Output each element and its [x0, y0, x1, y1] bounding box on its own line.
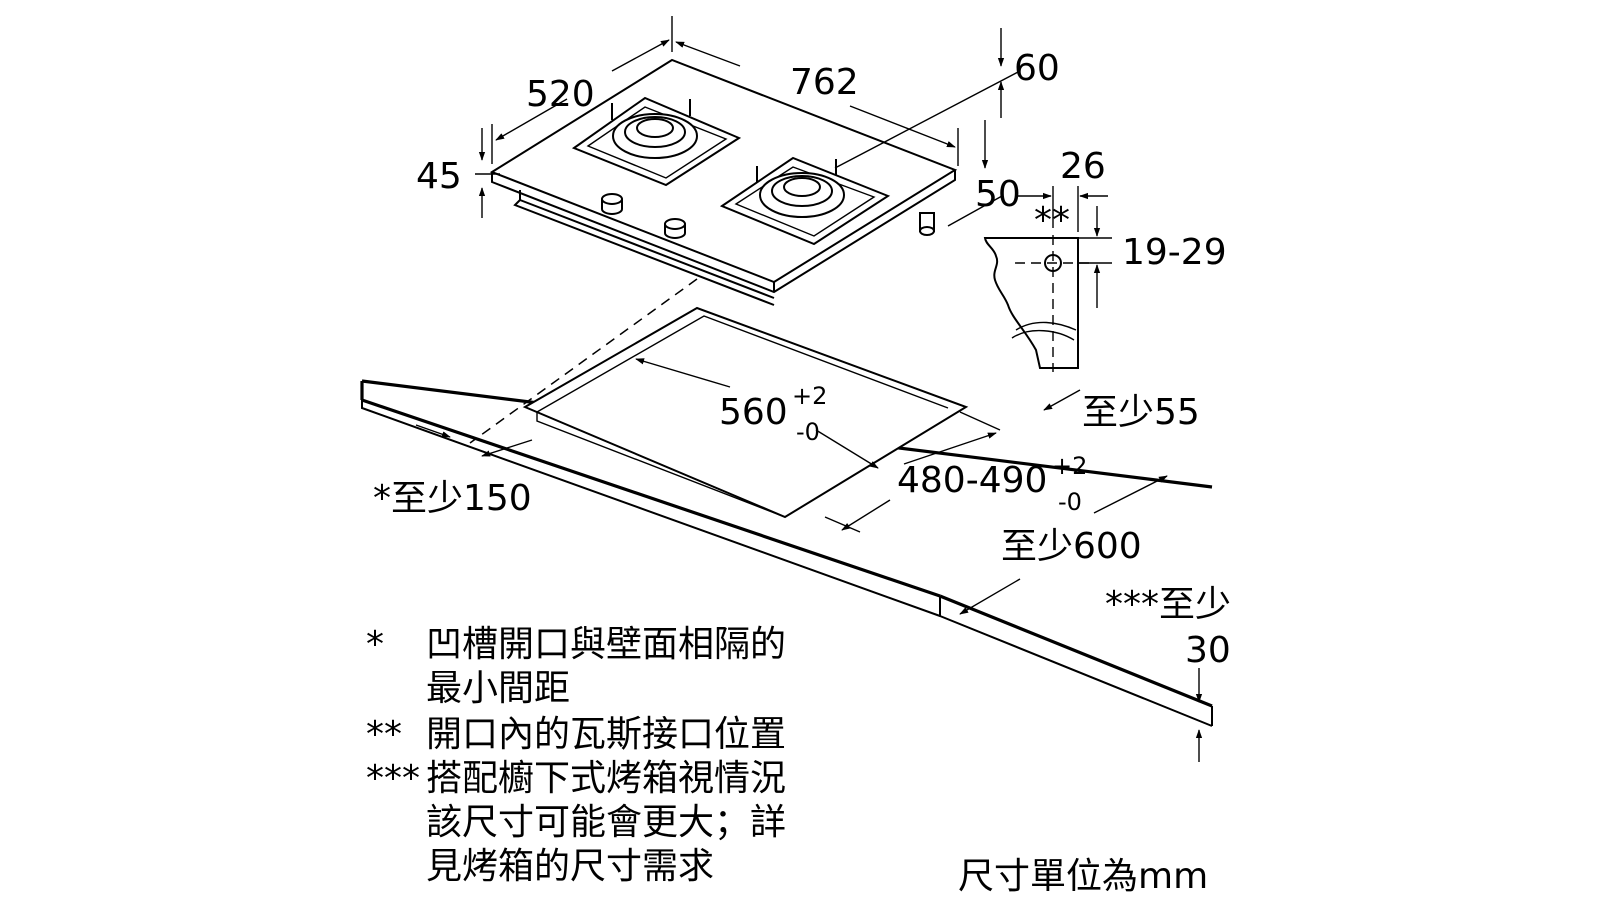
cutout	[469, 278, 969, 519]
label-gas-inlet-height: 19-29	[1122, 232, 1227, 273]
dimension-labels: 520 762 60 45 50 26 ** 19-29 至少55 560 +2…	[373, 48, 1231, 671]
label-total-height: 60	[1014, 48, 1060, 89]
dimension-lines	[415, 16, 1203, 762]
label-side-offset: 50	[975, 174, 1021, 215]
label-gas-inlet-mark: **	[1034, 200, 1070, 241]
burner-left	[571, 96, 742, 187]
note-1-line-1: 凹槽開口與壁面相隔的	[426, 624, 786, 665]
control-knob-2	[664, 218, 686, 239]
label-min-thickness: ***至少	[1105, 584, 1231, 625]
note-3-line-1: 搭配櫥下式烤箱視情況	[426, 758, 786, 799]
note-2-mark: **	[366, 714, 402, 755]
label-depth: 520	[526, 74, 595, 115]
note-1-line-2: 最小間距	[426, 668, 570, 709]
label-width: 762	[790, 62, 859, 103]
burner-right	[719, 156, 891, 246]
label-min-thickness-value: 30	[1185, 630, 1231, 671]
label-cutout-depth: 480-490	[897, 460, 1047, 501]
gas-inlet-detail	[983, 186, 1112, 372]
note-3-line-3: 見烤箱的尺寸需求	[426, 846, 714, 887]
unit-note: 尺寸單位為mm	[958, 856, 1208, 897]
label-min-back: 至少55	[1082, 392, 1200, 433]
note-1-mark: *	[366, 624, 384, 665]
label-hob-height: 45	[416, 156, 462, 197]
label-cutout-depth-tol-lower: -0	[1058, 488, 1082, 516]
gas-connector	[919, 212, 935, 236]
label-cutout-width-tol-upper: +2	[792, 382, 827, 410]
note-3-mark: ***	[366, 758, 420, 799]
label-min-counter-depth: 至少600	[1001, 526, 1142, 567]
note-2-line-1: 開口內的瓦斯接口位置	[426, 714, 786, 755]
control-knob-1	[601, 193, 623, 215]
label-cutout-width-tol-lower: -0	[796, 418, 820, 446]
label-min-wall-gap: *至少150	[373, 478, 532, 519]
label-gas-inlet-offset: 26	[1060, 146, 1106, 187]
notes: * 凹槽開口與壁面相隔的 最小間距 ** 開口內的瓦斯接口位置 *** 搭配櫥下…	[366, 624, 1208, 897]
note-3-line-2: 該尺寸可能會更大；詳	[426, 802, 786, 843]
label-cutout-depth-tol-upper: +2	[1052, 452, 1087, 480]
gas-hob	[489, 58, 958, 306]
label-cutout-width: 560	[719, 392, 788, 433]
